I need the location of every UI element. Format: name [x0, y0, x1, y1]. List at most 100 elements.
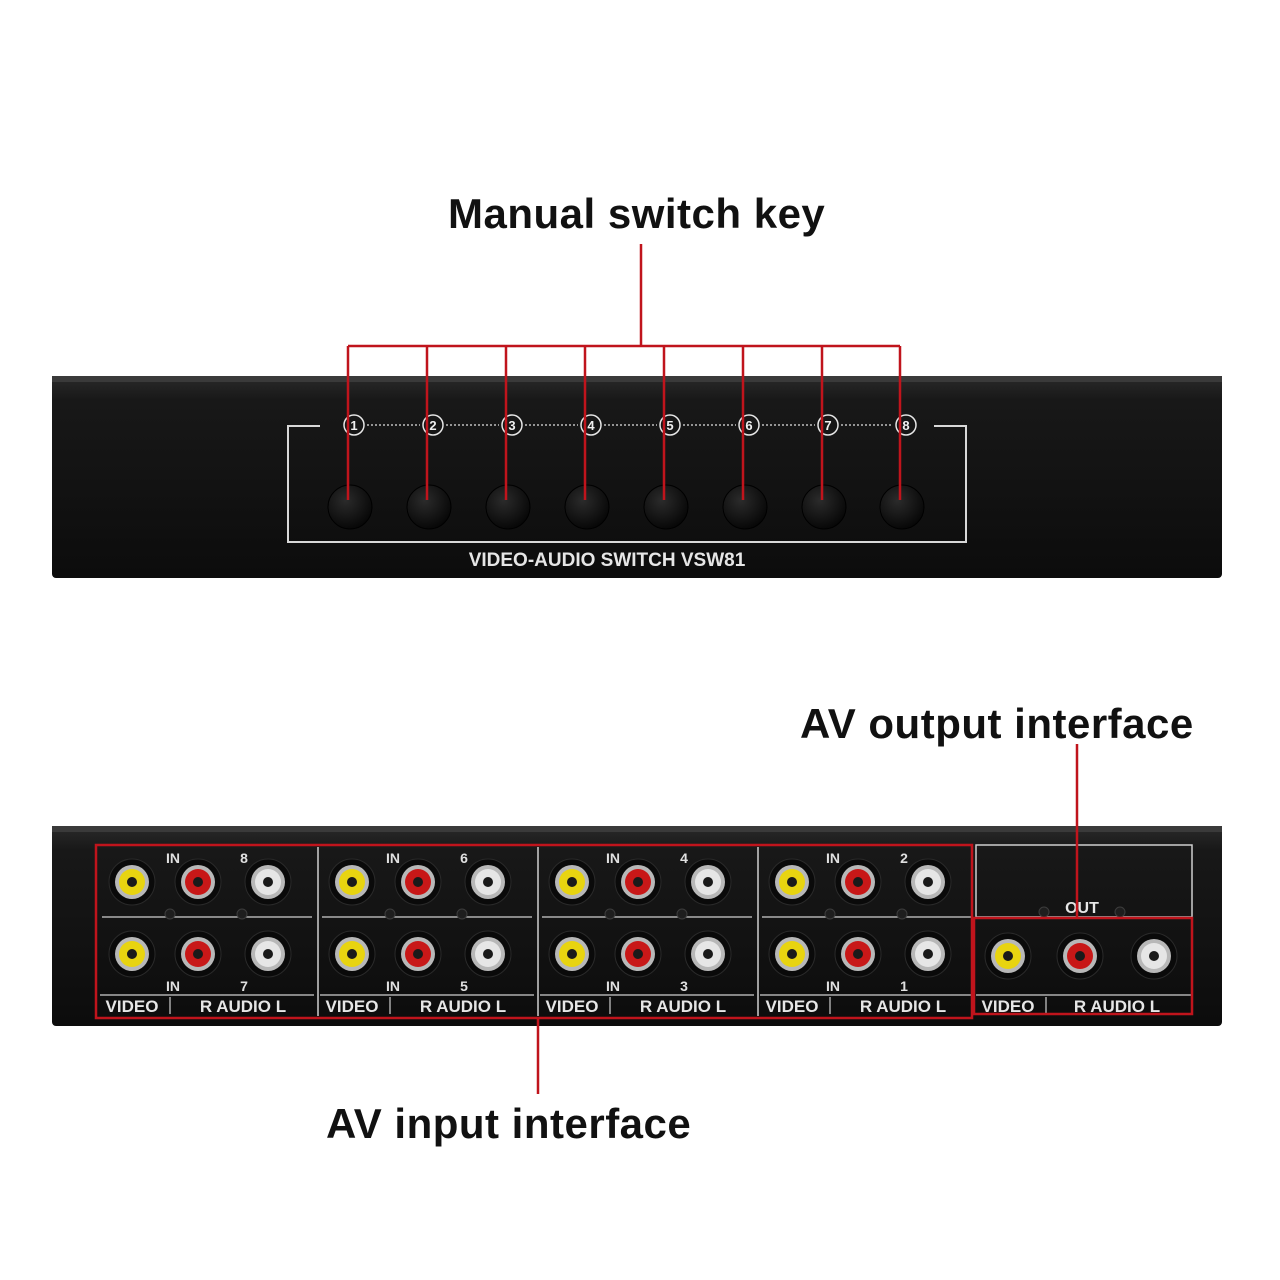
switch-key-button	[564, 484, 610, 530]
jack-center-hole	[413, 877, 423, 887]
audio-r-jack-in-5	[394, 930, 442, 978]
bottom-channel-number: 3	[680, 978, 688, 994]
audio-r-jack-in-8	[174, 858, 222, 906]
key-number-label: 8	[902, 418, 909, 433]
bottom-channel-number: 7	[240, 978, 248, 994]
key-number-label: 5	[666, 418, 673, 433]
audio-r-jack-in-3	[614, 930, 662, 978]
callout-manual-switch-key: Manual switch key	[448, 190, 826, 237]
key-number-label: 2	[429, 418, 436, 433]
jack-center-hole	[923, 949, 933, 959]
panel-screw	[164, 908, 176, 920]
audio-l-jack-in-1	[904, 930, 952, 978]
switch-key-6[interactable]: 6	[722, 414, 815, 530]
jack-center-hole	[703, 949, 713, 959]
panel-screw	[604, 908, 616, 920]
top-channel-number: 4	[680, 850, 688, 866]
front-panel-top-edge	[52, 376, 1222, 382]
panel-screw	[824, 908, 836, 920]
audio-l-jack-in-7	[244, 930, 292, 978]
bottom-in-label: IN	[606, 978, 620, 994]
bottom-channel-number: 5	[460, 978, 468, 994]
output-highlight-box	[972, 916, 1194, 1016]
key-number-badge	[738, 414, 760, 436]
video-jack-in-5	[328, 930, 376, 978]
bottom-channel-number: 1	[900, 978, 908, 994]
out-label: OUT	[1065, 900, 1099, 917]
input-highlight-box	[94, 843, 974, 1020]
switch-key-4[interactable]: 4	[564, 414, 657, 530]
jack-center-hole	[567, 877, 577, 887]
video-label: VIDEO	[106, 997, 159, 1016]
rear-panel-body	[52, 826, 1222, 1026]
jack-center-hole	[567, 949, 577, 959]
out-video-label: VIDEO	[982, 997, 1035, 1016]
video-jack-in-3	[548, 930, 596, 978]
bottom-in-label: IN	[166, 978, 180, 994]
switch-key-button	[406, 484, 452, 530]
key-number-badge	[659, 414, 681, 436]
switch-key-button	[643, 484, 689, 530]
audio-l-jack-out	[1130, 932, 1178, 980]
video-label: VIDEO	[326, 997, 379, 1016]
switch-key-8[interactable]: 8	[879, 414, 925, 530]
video-jack-in-8	[108, 858, 156, 906]
audio-l-jack-in-4	[684, 858, 732, 906]
key-number-badge	[343, 414, 365, 436]
jack-center-hole	[347, 949, 357, 959]
audio-r-jack-in-4	[614, 858, 662, 906]
audio-label: R AUDIO L	[640, 997, 726, 1016]
jack-center-hole	[1003, 951, 1013, 961]
top-channel-number: 8	[240, 850, 248, 866]
audio-l-jack-in-5	[464, 930, 512, 978]
audio-l-jack-in-8	[244, 858, 292, 906]
audio-label: R AUDIO L	[420, 997, 506, 1016]
video-jack-in-2	[768, 858, 816, 906]
audio-r-jack-in-1	[834, 930, 882, 978]
switch-key-3[interactable]: 3	[485, 414, 578, 530]
panel-screw	[676, 908, 688, 920]
bottom-in-label: IN	[386, 978, 400, 994]
front-panel-frame	[287, 425, 967, 543]
jack-center-hole	[787, 877, 797, 887]
rear-panel-top-edge	[52, 826, 1222, 832]
key-number-badge	[501, 414, 523, 436]
video-jack-in-7	[108, 930, 156, 978]
switch-key-button	[879, 484, 925, 530]
top-channel-number: 2	[900, 850, 908, 866]
switch-key-1[interactable]: 1	[327, 414, 420, 530]
audio-label: R AUDIO L	[200, 997, 286, 1016]
key-number-label: 6	[745, 418, 752, 433]
switch-key-2[interactable]: 2	[406, 414, 499, 530]
jack-center-hole	[633, 949, 643, 959]
jack-center-hole	[703, 877, 713, 887]
panel-screw	[896, 908, 908, 920]
key-number-label: 4	[587, 418, 595, 433]
audio-l-jack-in-3	[684, 930, 732, 978]
model-label: VIDEO-AUDIO SWITCH VSW81	[469, 550, 746, 571]
switch-key-button	[327, 484, 373, 530]
audio-r-jack-in-6	[394, 858, 442, 906]
jack-center-hole	[923, 877, 933, 887]
jack-center-hole	[263, 877, 273, 887]
key-number-label: 7	[824, 418, 831, 433]
audio-l-jack-in-6	[464, 858, 512, 906]
top-channel-number: 6	[460, 850, 468, 866]
video-label: VIDEO	[546, 997, 599, 1016]
key-number-badge	[895, 414, 917, 436]
audio-r-jack-in-2	[834, 858, 882, 906]
jack-center-hole	[347, 877, 357, 887]
front-panel-body	[52, 376, 1222, 578]
bottom-in-label: IN	[826, 978, 840, 994]
video-jack-in-4	[548, 858, 596, 906]
switch-key-7[interactable]: 7	[801, 414, 893, 530]
video-jack-out	[984, 932, 1032, 980]
video-jack-in-1	[768, 930, 816, 978]
switch-key-5[interactable]: 5	[643, 414, 736, 530]
video-label: VIDEO	[766, 997, 819, 1016]
